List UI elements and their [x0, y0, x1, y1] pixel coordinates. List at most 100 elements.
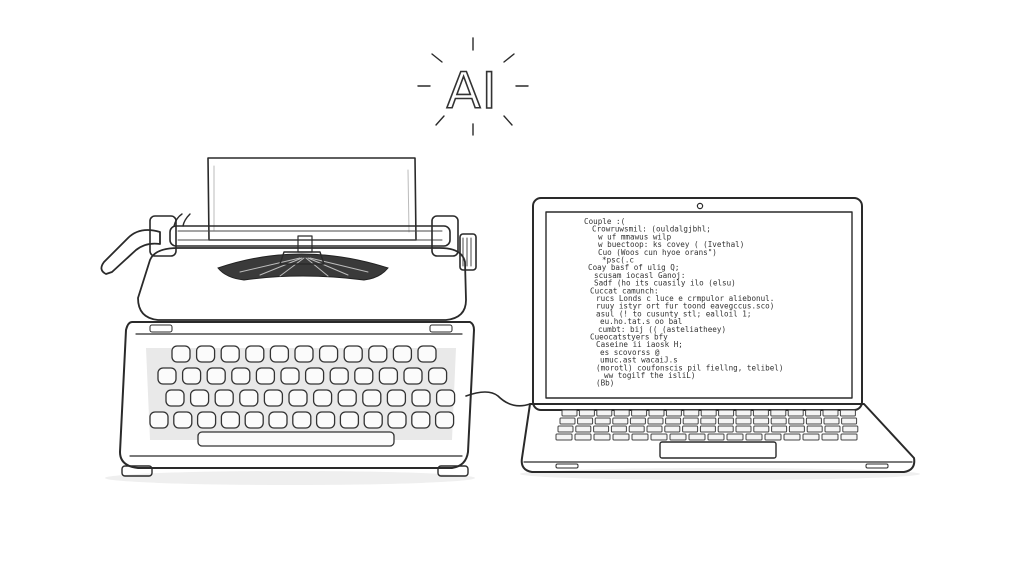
- laptop-key[interactable]: [682, 417, 699, 425]
- laptop-key[interactable]: [770, 417, 787, 425]
- laptop-key[interactable]: [788, 417, 805, 425]
- typewriter-key[interactable]: [280, 367, 300, 385]
- laptop-key[interactable]: [802, 433, 820, 441]
- laptop-key[interactable]: [574, 433, 592, 441]
- laptop-key[interactable]: [577, 417, 594, 425]
- typewriter-key[interactable]: [294, 345, 314, 363]
- laptop-key[interactable]: [610, 425, 627, 433]
- laptop-key[interactable]: [665, 409, 682, 417]
- platen-knob-right[interactable]: [459, 233, 477, 271]
- typewriter-key[interactable]: [231, 367, 251, 385]
- typewriter-key[interactable]: [403, 367, 423, 385]
- typewriter-key[interactable]: [337, 389, 357, 407]
- laptop-key[interactable]: [578, 409, 595, 417]
- laptop-key[interactable]: [752, 409, 769, 417]
- laptop-key[interactable]: [596, 409, 613, 417]
- typewriter-key[interactable]: [288, 389, 308, 407]
- laptop-key[interactable]: [594, 417, 611, 425]
- laptop-key[interactable]: [688, 433, 706, 441]
- laptop-key[interactable]: [783, 433, 801, 441]
- typewriter-key[interactable]: [157, 367, 177, 385]
- typewriter-key[interactable]: [304, 367, 325, 385]
- laptop-key[interactable]: [559, 417, 576, 425]
- laptop-key[interactable]: [629, 417, 646, 425]
- laptop-key[interactable]: [788, 425, 805, 433]
- laptop-key[interactable]: [753, 417, 770, 425]
- typewriter-key[interactable]: [312, 389, 333, 407]
- laptop-key[interactable]: [726, 433, 744, 441]
- laptop-key[interactable]: [735, 409, 752, 417]
- typewriter-key[interactable]: [318, 345, 339, 363]
- laptop-key[interactable]: [770, 409, 787, 417]
- laptop-key[interactable]: [787, 409, 804, 417]
- laptop-key[interactable]: [717, 417, 734, 425]
- laptop-key[interactable]: [665, 417, 682, 425]
- laptop-key[interactable]: [822, 409, 839, 417]
- laptop-key[interactable]: [631, 409, 648, 417]
- laptop-key[interactable]: [753, 425, 770, 433]
- laptop-key[interactable]: [700, 417, 717, 425]
- typewriter-key[interactable]: [434, 411, 455, 429]
- typewriter-key[interactable]: [220, 411, 241, 429]
- typewriter-key[interactable]: [149, 411, 169, 429]
- laptop-key[interactable]: [647, 417, 664, 425]
- laptop-key[interactable]: [842, 425, 859, 433]
- typewriter-key[interactable]: [292, 411, 312, 429]
- typewriter-key[interactable]: [417, 345, 437, 363]
- typewriter-key[interactable]: [220, 345, 240, 363]
- laptop-key[interactable]: [682, 425, 699, 433]
- laptop-key[interactable]: [555, 433, 573, 441]
- typewriter-key[interactable]: [195, 345, 216, 363]
- laptop-key[interactable]: [700, 409, 717, 417]
- laptop-key[interactable]: [717, 425, 734, 433]
- typewriter-key[interactable]: [245, 345, 265, 363]
- typewriter-key[interactable]: [354, 367, 374, 385]
- typewriter-key[interactable]: [362, 389, 382, 407]
- laptop-key[interactable]: [824, 425, 841, 433]
- typewriter-key[interactable]: [189, 389, 210, 407]
- laptop-key[interactable]: [745, 433, 763, 441]
- laptop-key[interactable]: [839, 409, 856, 417]
- laptop-key[interactable]: [669, 433, 687, 441]
- laptop-key[interactable]: [683, 409, 700, 417]
- laptop-key[interactable]: [631, 433, 649, 441]
- laptop-key[interactable]: [561, 409, 578, 417]
- laptop-key[interactable]: [612, 417, 629, 425]
- typewriter-key[interactable]: [378, 367, 399, 385]
- typewriter-key[interactable]: [368, 345, 388, 363]
- typewriter-key[interactable]: [173, 411, 193, 429]
- laptop-key[interactable]: [664, 425, 681, 433]
- typewriter-key[interactable]: [196, 411, 217, 429]
- typewriter-key[interactable]: [427, 367, 448, 385]
- laptop-key[interactable]: [707, 433, 725, 441]
- laptop-key[interactable]: [650, 433, 668, 441]
- typewriter-key[interactable]: [171, 345, 191, 363]
- laptop-key[interactable]: [628, 425, 645, 433]
- laptop-key[interactable]: [593, 425, 610, 433]
- laptop-key[interactable]: [841, 417, 858, 425]
- typewriter-key[interactable]: [263, 389, 284, 407]
- laptop-key[interactable]: [648, 409, 665, 417]
- laptop-key[interactable]: [593, 433, 611, 441]
- laptop-key[interactable]: [735, 425, 752, 433]
- typewriter-key[interactable]: [268, 411, 288, 429]
- typewriter-key[interactable]: [181, 367, 202, 385]
- typewriter-key[interactable]: [214, 389, 234, 407]
- laptop-key[interactable]: [613, 409, 630, 417]
- typewriter-key[interactable]: [343, 345, 363, 363]
- typewriter-key[interactable]: [392, 345, 413, 363]
- typewriter-key[interactable]: [411, 389, 431, 407]
- laptop-key[interactable]: [771, 425, 788, 433]
- typewriter-key[interactable]: [386, 389, 407, 407]
- typewriter-key[interactable]: [411, 411, 431, 429]
- laptop-key[interactable]: [806, 425, 823, 433]
- laptop-key[interactable]: [840, 433, 858, 441]
- typewriter-key[interactable]: [269, 345, 290, 363]
- space-bar[interactable]: [197, 431, 395, 447]
- laptop-key[interactable]: [612, 433, 630, 441]
- laptop-key[interactable]: [718, 409, 735, 417]
- laptop-key[interactable]: [805, 409, 822, 417]
- laptop-key[interactable]: [699, 425, 716, 433]
- typewriter-key[interactable]: [244, 411, 264, 429]
- laptop-trackpad[interactable]: [659, 441, 777, 459]
